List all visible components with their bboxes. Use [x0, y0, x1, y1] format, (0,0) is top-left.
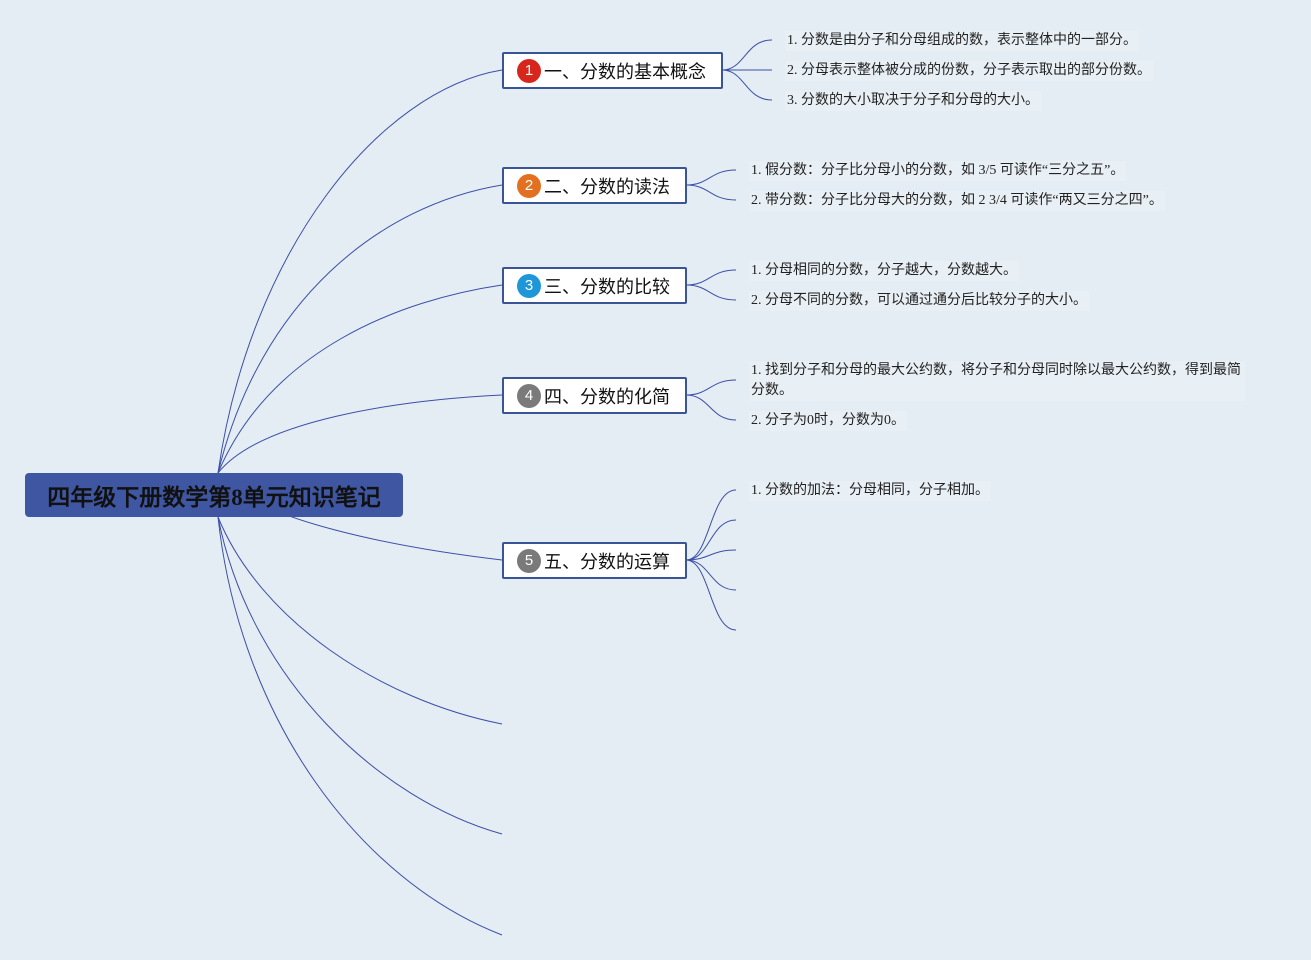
- leaf-item[interactable]: 2. 带分数：分子比分母大的分数，如 2 3/4 可读作“两又三分之四”。: [749, 191, 1165, 211]
- leaf-item[interactable]: 3. 分数的大小取决于分子和分母的大小。: [785, 91, 1041, 111]
- central-topic[interactable]: 四年级下册数学第8单元知识笔记: [25, 473, 403, 517]
- leaf-item[interactable]: 1. 假分数：分子比分母小的分数，如 3/5 可读作“三分之五”。: [749, 161, 1127, 181]
- leaf-item[interactable]: 2. 分母不同的分数，可以通过通分后比较分子的大小。: [749, 291, 1089, 311]
- topic-basic-concepts[interactable]: 1 一、分数的基本概念: [502, 52, 723, 89]
- number-badge-icon: 5: [517, 548, 541, 573]
- topic-label: 四、分数的化简: [544, 386, 670, 408]
- topic-reading[interactable]: 2 二、分数的读法: [502, 167, 687, 204]
- topic-operations[interactable]: 5 五、分数的运算: [502, 542, 687, 579]
- topic-label: 五、分数的运算: [544, 551, 670, 573]
- leaf-item[interactable]: 1. 分母相同的分数，分子越大，分数越大。: [749, 261, 1019, 281]
- topic-label: 二、分数的读法: [544, 176, 670, 198]
- number-badge-icon: 2: [517, 173, 541, 198]
- topic-label: 三、分数的比较: [544, 276, 670, 298]
- leaf-item[interactable]: 1. 分数的加法：分母相同，分子相加。: [749, 481, 991, 501]
- leaf-item[interactable]: 1. 分数是由分子和分母组成的数，表示整体中的一部分。: [785, 31, 1139, 51]
- leaf-item[interactable]: 1. 找到分子和分母的最大公约数，将分子和分母同时除以最大公约数，得到最简分数。: [749, 361, 1245, 401]
- leaf-item[interactable]: 2. 分母表示整体被分成的份数，分子表示取出的部分份数。: [785, 61, 1153, 81]
- topic-label: 一、分数的基本概念: [544, 61, 706, 83]
- number-badge-icon: 1: [517, 58, 541, 83]
- leaf-item[interactable]: 2. 分子为0时，分数为0。: [749, 411, 907, 431]
- topic-simplification[interactable]: 4 四、分数的化简: [502, 377, 687, 414]
- number-badge-icon: 4: [517, 383, 541, 408]
- central-topic-label: 四年级下册数学第8单元知识笔记: [47, 485, 381, 510]
- number-badge-icon: 3: [517, 273, 541, 298]
- topic-comparison[interactable]: 3 三、分数的比较: [502, 267, 687, 304]
